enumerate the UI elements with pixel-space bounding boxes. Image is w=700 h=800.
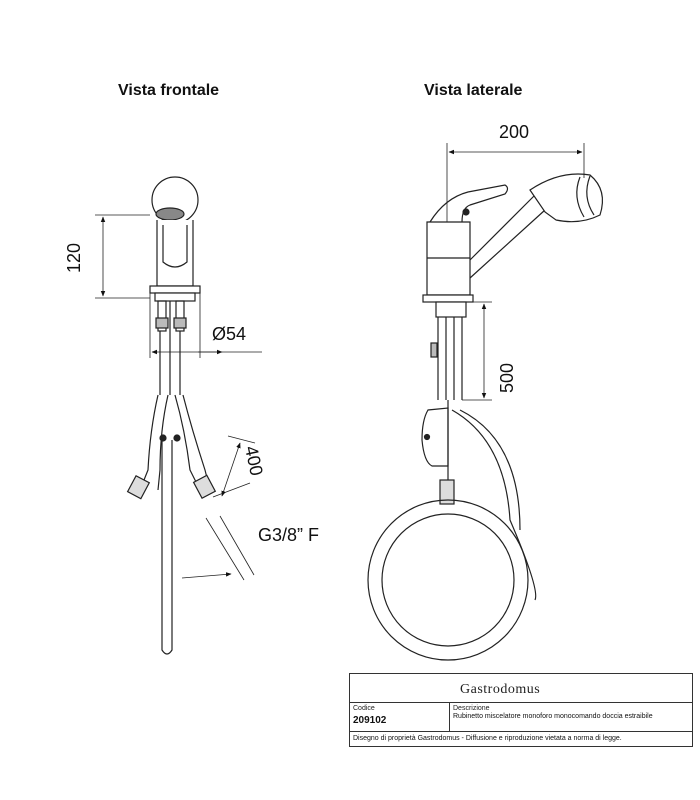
diameter-dimension [149,293,262,358]
description-cell: Descrizione Rubinetto miscelatore monofo… [450,703,692,731]
description-value: Rubinetto miscelatore monoforo monocoman… [453,713,653,720]
code-label: Codice [353,705,375,712]
front-view-title: Vista frontale [118,82,220,99]
side-view-faucet [367,173,603,661]
width-dimension [446,143,585,222]
drop-dimension [462,301,492,401]
thread-dimension [181,515,255,581]
height-label: 120 [64,243,84,273]
diameter-label: Ø54 [212,324,246,344]
side-view-title: Vista laterale [424,82,523,99]
hose-length-dimension [212,435,256,498]
title-block-logo-row: Gastrodomus [350,674,692,703]
description-label: Descrizione [453,705,490,712]
title-block-info-row: Codice 209102 Descrizione Rubinetto misc… [350,703,692,732]
width-label: 200 [499,122,529,142]
front-height-dimension [95,214,150,299]
ownership-note: Disegno di proprietà Gastrodomus - Diffu… [353,735,622,742]
company-logo: Gastrodomus [460,682,541,697]
code-value: 209102 [353,715,387,726]
title-block: Gastrodomus Codice 209102 Descrizione Ru… [349,673,693,747]
hose-length-label: 400 [241,444,267,478]
thread-label: G3/8” F [258,525,319,545]
code-cell: Codice 209102 [350,703,450,731]
drop-label: 500 [497,363,517,393]
front-view-faucet [126,176,217,655]
